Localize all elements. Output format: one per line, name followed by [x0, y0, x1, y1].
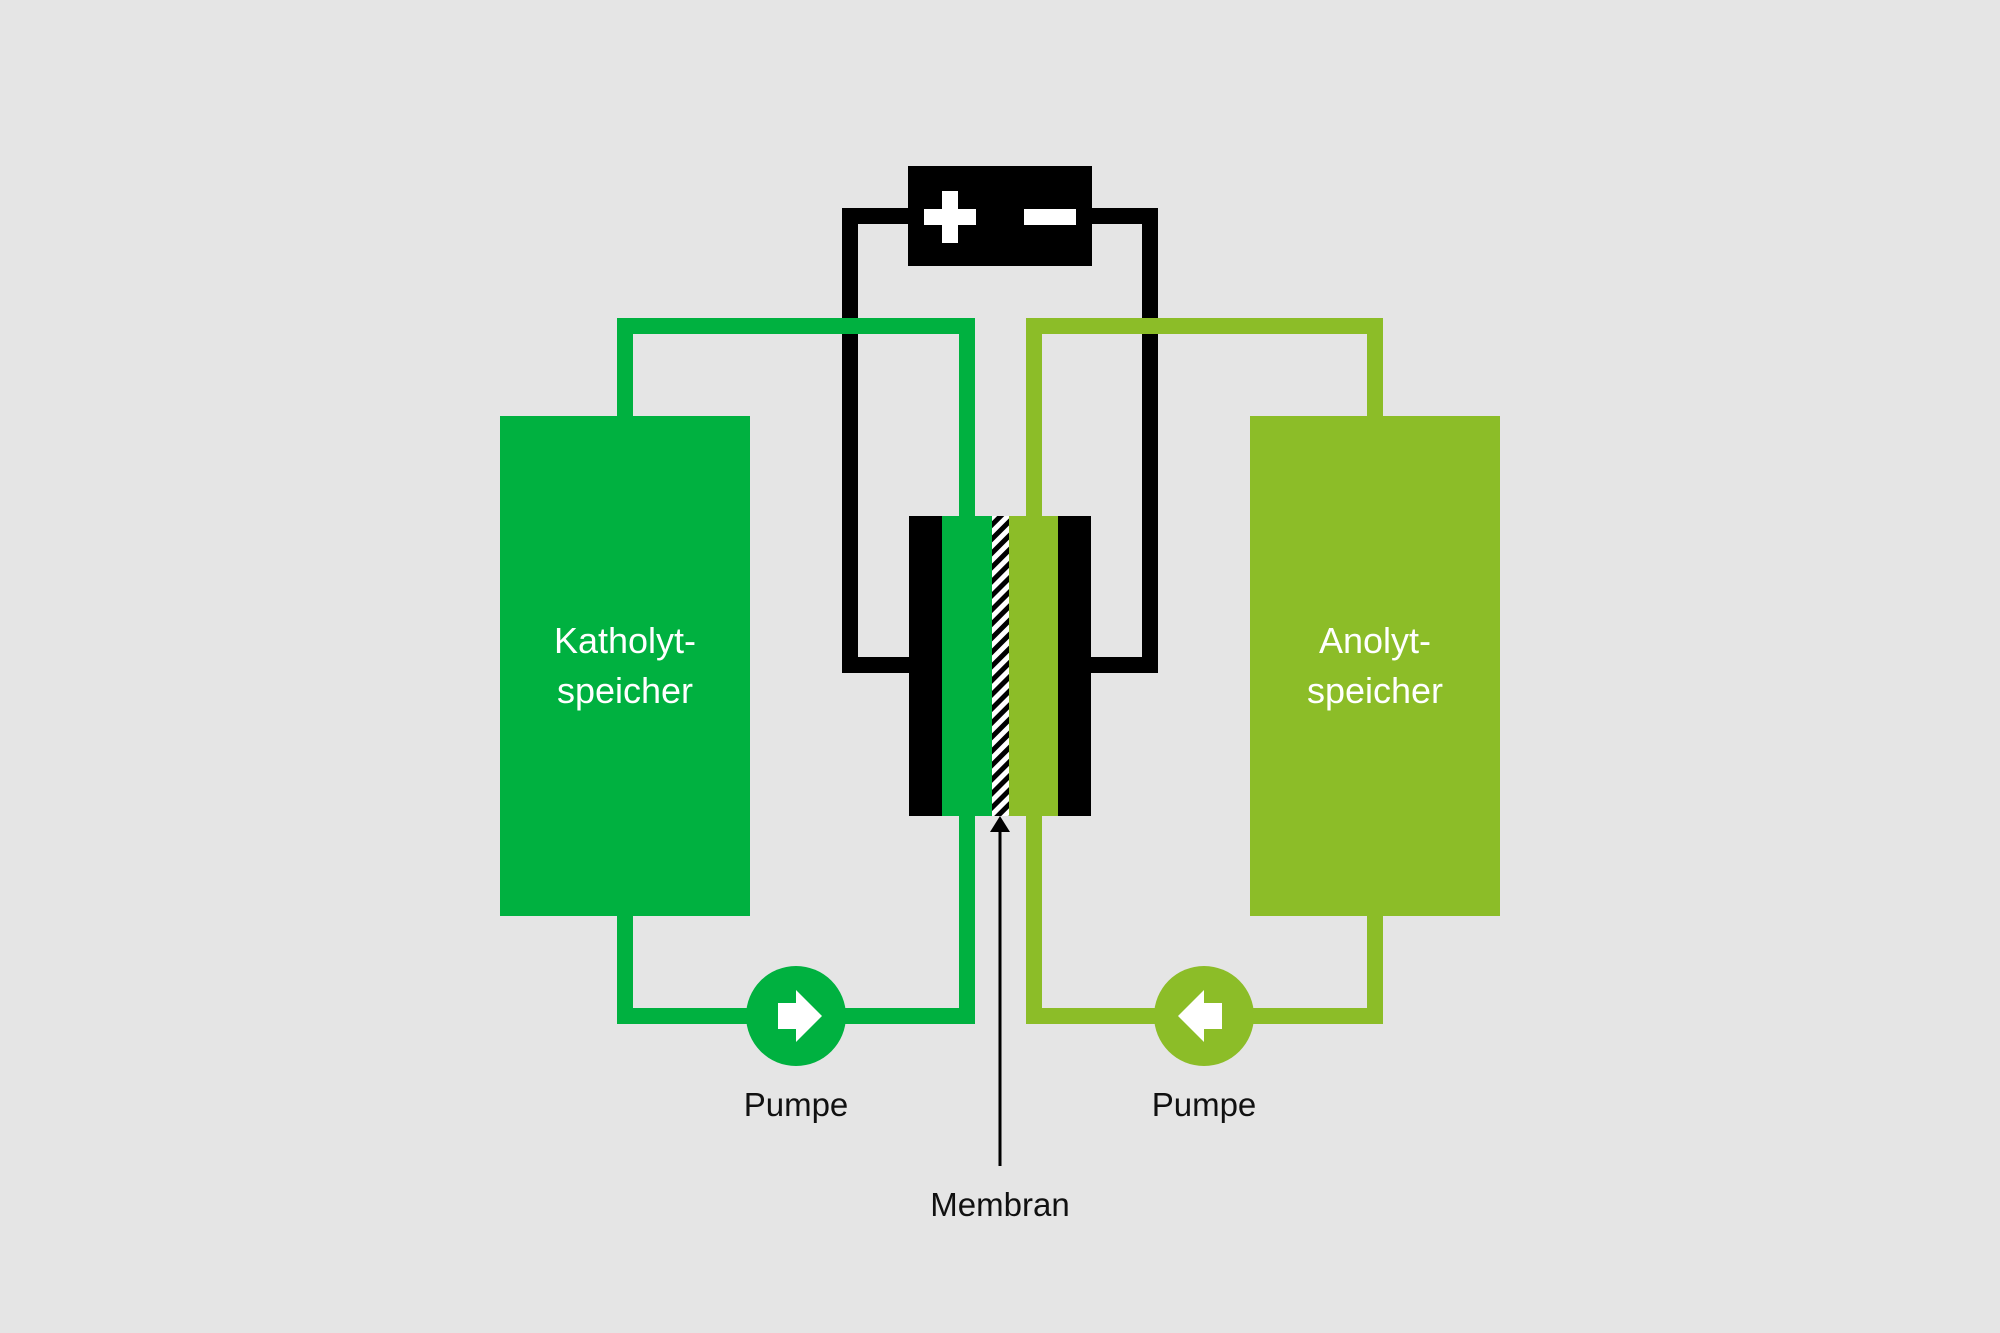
circuit-wire-left	[842, 208, 909, 673]
catholyte-tank-body	[500, 416, 750, 916]
arrow-up-icon	[990, 816, 1010, 832]
left-pump-label: Pumpe	[744, 1086, 849, 1123]
circuit-wire-right	[1091, 208, 1158, 673]
minus-icon	[1024, 209, 1076, 225]
left-pump: Pumpe	[744, 966, 849, 1123]
membrane-strip	[992, 516, 1009, 816]
arrow-right-icon	[778, 990, 822, 1042]
anolyte-half-cell	[1009, 516, 1058, 816]
catholyte-tank-label-line1: Katholyt-	[554, 620, 696, 661]
anolyte-tank-label-line2: speicher	[1307, 670, 1443, 711]
membrane-pointer: Membran	[930, 816, 1070, 1223]
anolyte-tank-body	[1250, 416, 1500, 916]
anolyte-pipe-top	[1026, 318, 1383, 516]
battery	[908, 166, 1092, 266]
circuit-wires	[842, 208, 1158, 673]
right-pump-label: Pumpe	[1152, 1086, 1257, 1123]
plus-icon	[924, 191, 976, 243]
cell-stack	[909, 516, 1091, 816]
right-electrode	[1058, 516, 1091, 816]
anolyte-tank-label-line1: Anolyt-	[1319, 620, 1431, 661]
catholyte-half-cell	[942, 516, 992, 816]
catholyte-tank: Katholyt- speicher	[500, 416, 750, 916]
anolyte-tank: Anolyt- speicher	[1250, 416, 1500, 916]
catholyte-pipe-top	[617, 318, 975, 516]
membrane-label: Membran	[930, 1186, 1069, 1223]
catholyte-tank-label-line2: speicher	[557, 670, 693, 711]
arrow-left-icon	[1178, 990, 1222, 1042]
right-pump: Pumpe	[1152, 966, 1257, 1123]
left-electrode	[909, 516, 942, 816]
